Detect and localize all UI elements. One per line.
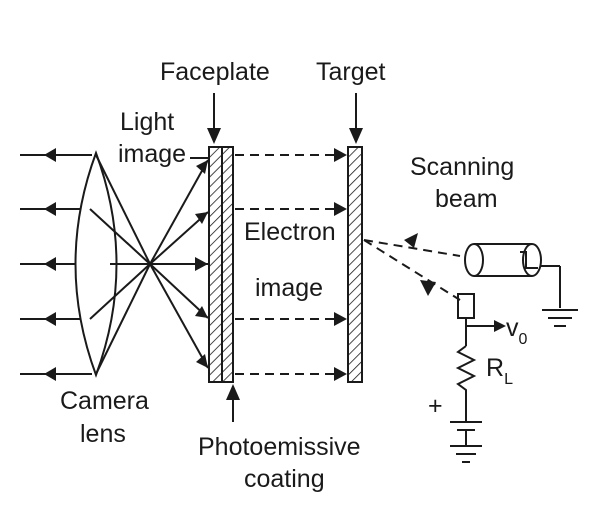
load-resistor-subscript: L [504,371,513,388]
electron-gun [464,243,561,308]
electron-paths [235,148,347,381]
electron-image-label-line2: image [255,274,323,302]
ground-symbol-bottom [450,445,482,463]
photoemissive-label-line1: Photoemissive [198,433,361,461]
output-voltage-subscript: 0 [519,331,528,348]
scanning-beam [363,233,461,301]
camera-lens-label-line1: Camera [60,387,149,415]
camera-lens [74,150,118,378]
faceplate-label: Faceplate [160,58,270,86]
scanning-beam-label-line1: Scanning [410,153,514,181]
signal-plate [457,293,506,346]
label-pointers [190,93,363,422]
faceplate [208,146,223,383]
load-resistor-main: R [486,354,504,382]
target-plate [347,146,363,383]
incoming-rays [20,148,92,381]
light-image-label-line1: Light [120,108,174,136]
focused-rays [89,154,209,375]
light-image-label-line2: image [118,140,186,168]
battery [450,404,482,446]
ground-symbol-right [542,309,578,327]
camera-lens-label-line2: lens [80,420,126,448]
load-resistor-label: RL [486,354,513,388]
battery-plus-label: + [428,392,443,420]
load-resistor [455,345,477,404]
photoemissive-label-line2: coating [244,465,325,493]
photoemissive-coating [221,146,234,383]
output-voltage-main: v [506,314,519,342]
output-voltage-label: v0 [506,314,528,348]
target-label: Target [316,58,386,86]
electron-image-label-line1: Electron [244,218,336,246]
scanning-beam-label-line2: beam [435,185,498,213]
